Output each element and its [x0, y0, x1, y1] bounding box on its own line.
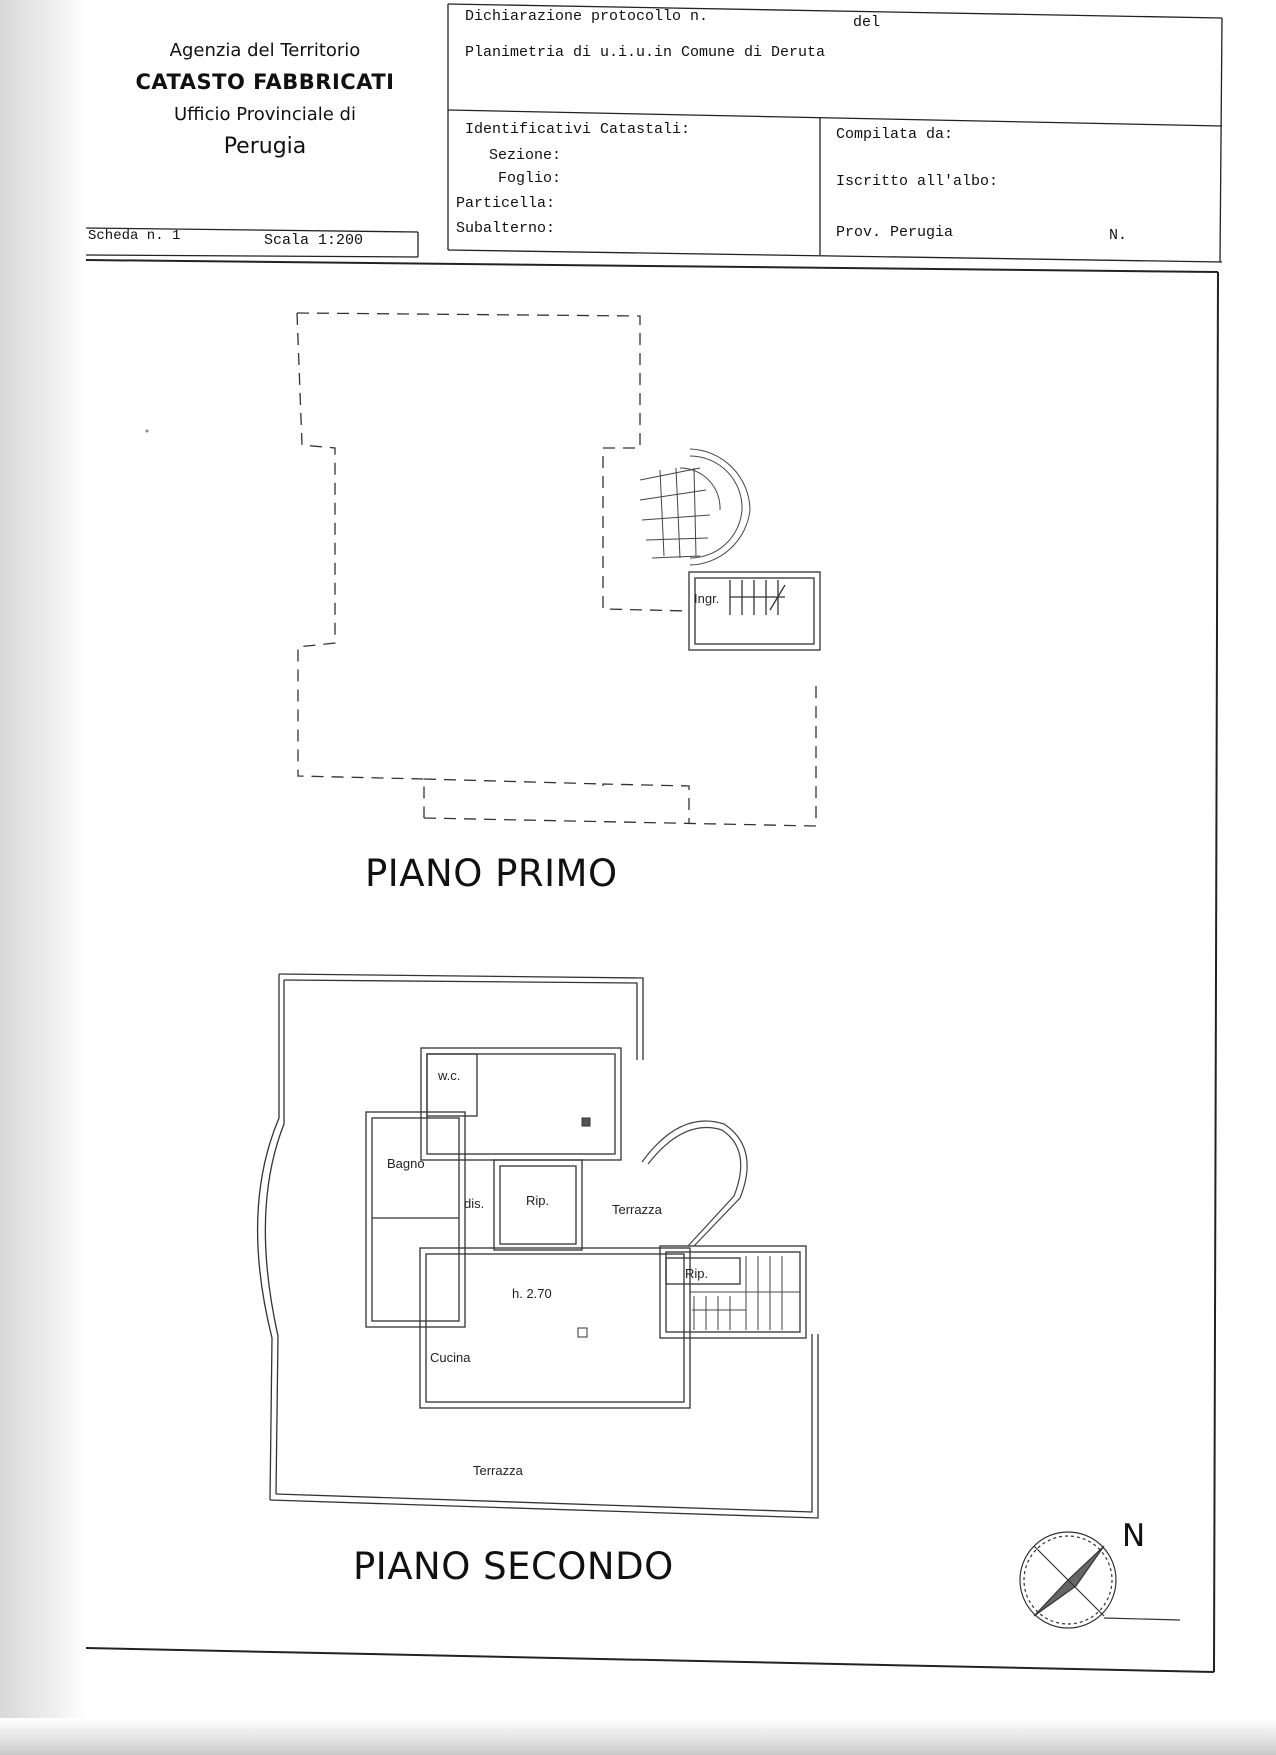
- compass-north-label: N: [1122, 1518, 1146, 1554]
- drawing-frame: [85, 259, 1219, 1673]
- prov-label: Prov. Perugia: [836, 224, 954, 241]
- room-bagno: Bagno: [387, 1156, 425, 1171]
- protocol-label: Dichiarazione protocollo n.: [465, 8, 709, 25]
- scan-dot: [145, 429, 149, 433]
- compass-icon: [1019, 1531, 1181, 1629]
- room-ripostiglio-1: Rip.: [526, 1193, 549, 1208]
- sezione-label: Sezione:: [489, 147, 562, 164]
- kitchen-symbol: [577, 1327, 588, 1338]
- room-ripostiglio-2: Rip.: [685, 1266, 708, 1281]
- ceiling-height: h. 2.70: [512, 1286, 552, 1301]
- floor-title-first: PIANO PRIMO: [365, 852, 618, 895]
- room-symbol: [581, 1117, 591, 1127]
- second-floor-outer-terrace: [256, 973, 819, 1519]
- office-city: Perugia: [223, 134, 307, 159]
- office-catasto: CATASTO FABBRICATI: [135, 70, 395, 94]
- cadastral-title: Identificativi Catastali:: [465, 121, 691, 138]
- page-bottom-edge: [0, 1718, 1276, 1755]
- room-ingresso: Ingr.: [694, 591, 719, 606]
- scheda-label: Scheda n. 1: [88, 228, 181, 244]
- room-terrazza-lower: Terrazza: [473, 1463, 524, 1478]
- header-frame: [85, 3, 1223, 263]
- first-floor-entrance: [688, 571, 821, 651]
- foglio-label: Foglio:: [498, 170, 562, 187]
- second-floor-stairs: [690, 1256, 800, 1330]
- first-floor-outline: [296, 312, 817, 827]
- iscritto-label: Iscritto all'albo:: [836, 173, 999, 190]
- room-cucina: Cucina: [430, 1350, 471, 1365]
- second-floor-walls: [365, 1047, 807, 1409]
- particella-label: Particella:: [456, 195, 556, 212]
- subalterno-label: Subalterno:: [456, 220, 556, 237]
- page-edge-shadow: [0, 0, 86, 1755]
- compilata-label: Compilata da:: [836, 126, 954, 143]
- room-terrazza-upper: Terrazza: [612, 1202, 663, 1217]
- plan-label: Planimetria di u.i.u.in Comune di Deruta: [465, 44, 826, 61]
- second-floor-curved-terrace: [641, 1120, 748, 1247]
- n-label: N.: [1109, 227, 1128, 244]
- floor-title-second: PIANO SECONDO: [353, 1545, 674, 1588]
- room-disimpegno: dis.: [464, 1196, 484, 1211]
- office-agency: Agenzia del Territorio: [169, 40, 361, 61]
- scala-label: Scala 1:200: [264, 232, 364, 249]
- del-label: del: [853, 14, 881, 31]
- room-wc: w.c.: [437, 1068, 460, 1083]
- first-floor-round-stair: [639, 448, 751, 566]
- office-ufficio: Ufficio Provinciale di: [174, 104, 356, 125]
